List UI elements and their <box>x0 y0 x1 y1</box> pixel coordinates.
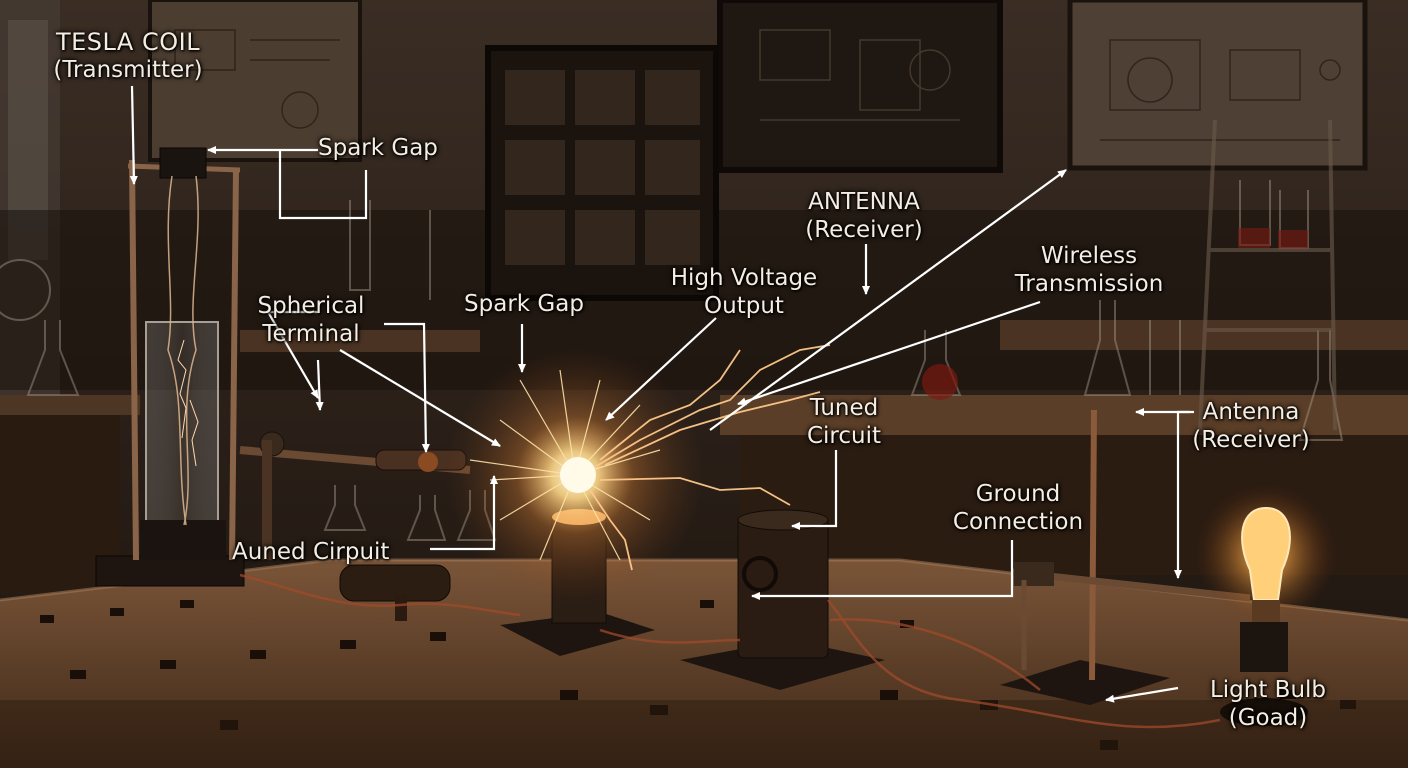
spark-gap-center-label: Spark Gap <box>454 290 594 318</box>
spherical-terminal <box>239 431 471 560</box>
antenna-right-line2: (Receiver) <box>1192 427 1310 453</box>
spherical-terminal-label: Spherical Terminal <box>236 292 386 348</box>
spherical-terminal-line2: Terminal <box>262 321 360 347</box>
glassware <box>0 180 1344 541</box>
wireless-line1: Wireless <box>1040 243 1138 269</box>
ground-line1: Ground <box>975 481 1061 507</box>
spherical-terminal-line1: Spherical <box>257 293 365 319</box>
pointer-lines <box>129 85 1194 703</box>
wireless-line2: Transmission <box>1014 271 1164 297</box>
ground-line2: Connection <box>952 509 1084 535</box>
ground-connection-label: Ground Connection <box>938 480 1098 536</box>
tuned-circuit-label: Tuned Circuit <box>784 394 904 450</box>
blueprint-center <box>717 0 1003 173</box>
tuned-line2: Circuit <box>806 423 882 449</box>
antenna-right-line1: Antenna <box>1202 399 1300 425</box>
tesla-coil-subtitle: (Transmitter) <box>53 57 203 83</box>
high-voltage-line2: Output <box>704 293 784 319</box>
tesla-coil <box>95 147 245 587</box>
antenna-right-label: Antenna (Receiver) <box>1178 398 1324 454</box>
antenna-top-line2: (Receiver) <box>805 217 923 243</box>
glass-cabinet <box>485 45 719 301</box>
blueprint-right <box>1067 0 1368 171</box>
wireless-transmission-label: Wireless Transmission <box>996 242 1182 298</box>
light-bulb-label: Light Bulb (Goad) <box>1188 676 1348 732</box>
lightning-arcs <box>589 344 831 571</box>
blueprint-left <box>148 0 362 162</box>
spark-gap-top-text: Spark Gap <box>318 135 438 161</box>
high-voltage-line1: High Voltage <box>670 265 818 291</box>
antenna-top-label: ANTENNA (Receiver) <box>784 188 944 244</box>
aux-circuit-text: Auned Cirpuit <box>232 539 390 565</box>
antenna-top-line1: ANTENNA <box>808 189 920 215</box>
spark-gap-center-text: Spark Gap <box>464 291 584 317</box>
high-voltage-output-label: High Voltage Output <box>654 264 834 320</box>
light-bulb <box>1196 485 1336 726</box>
light-bulb-line2: (Goad) <box>1228 705 1308 731</box>
spark-gap-top-label: Spark Gap <box>318 134 458 162</box>
tesla-coil-title: TESLA COIL <box>55 28 201 56</box>
tuned-line1: Tuned <box>809 395 879 421</box>
light-bulb-line1: Light Bulb <box>1209 677 1327 703</box>
tesla-coil-label: TESLA COIL (Transmitter) <box>28 28 228 84</box>
aux-circuit-label: Auned Cirpuit <box>232 538 426 566</box>
